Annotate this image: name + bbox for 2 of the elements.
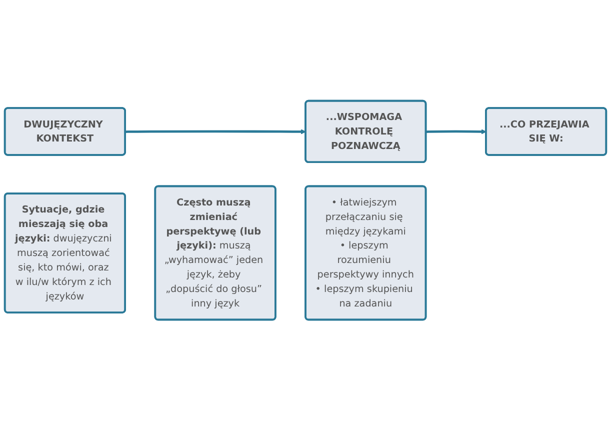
arrow — [125, 129, 306, 135]
arrow — [426, 129, 486, 135]
